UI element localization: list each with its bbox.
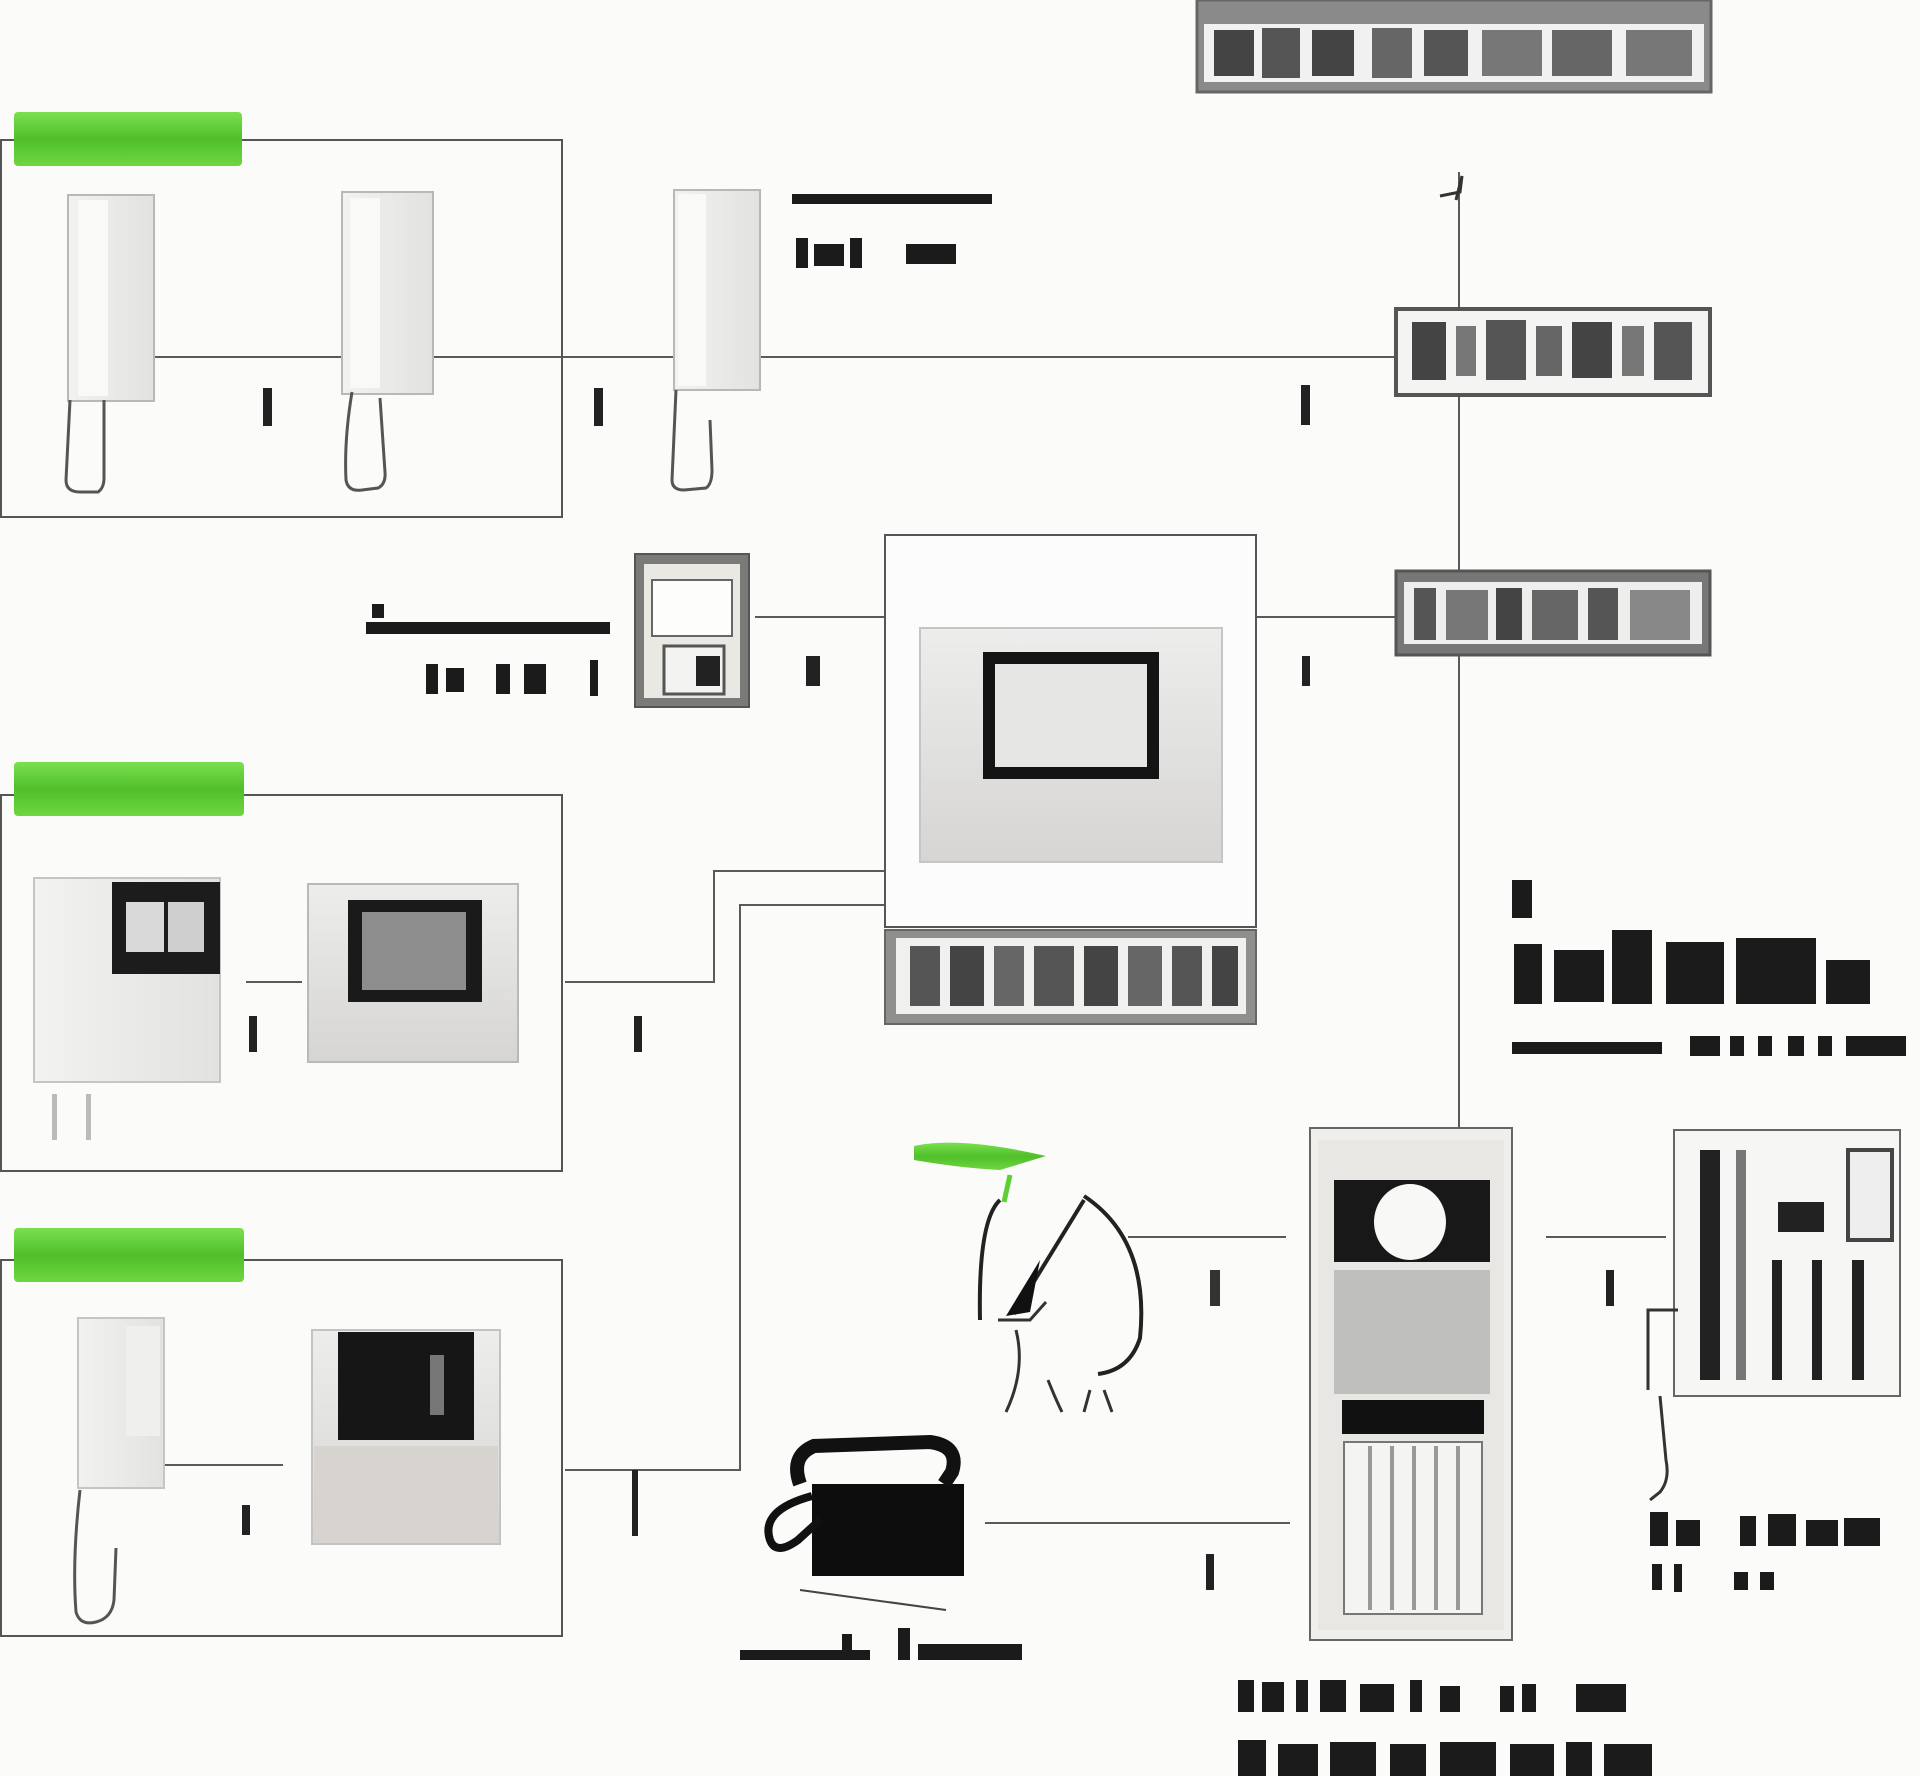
- indoor-monitor-2: [311, 1329, 501, 1545]
- right-panel-2: [1394, 569, 1712, 657]
- cable-marker: [263, 388, 272, 426]
- group-1-frame: [0, 139, 563, 518]
- note-text-glyphs: [792, 194, 992, 268]
- line-group-2-to-hub: [565, 870, 885, 983]
- top-display-panel: [1195, 0, 1713, 94]
- central-hub: [884, 534, 1257, 1025]
- cable-marker: [1606, 1270, 1614, 1306]
- cable-marker: [249, 1016, 257, 1052]
- indoor-monitor-1: [307, 883, 519, 1063]
- intercom-handset-3: [73, 1317, 165, 1625]
- intercom-handset-2: [341, 191, 434, 492]
- group-2-frame: [0, 794, 563, 1172]
- cable-marker: [242, 1505, 250, 1535]
- right-text-block: [1512, 880, 1906, 1056]
- right-wall-unit: [1646, 1129, 1901, 1592]
- left-device-caption-glyphs: [366, 604, 610, 696]
- top-note: [594, 189, 1310, 492]
- cable-marker: [1302, 656, 1310, 686]
- line-group-3-to-hub: [565, 904, 885, 1471]
- bottom-caption: [1238, 1680, 1652, 1776]
- door-station-tall: [1309, 1127, 1513, 1641]
- group-2-green-tag: [14, 762, 244, 816]
- bag-device: [740, 1434, 1022, 1660]
- right-panel-1: [1394, 307, 1712, 397]
- group-3: [0, 1228, 638, 1637]
- group-3-frame: [0, 1259, 563, 1637]
- handset-sketch: [914, 1142, 1144, 1413]
- cable-marker: [634, 1016, 642, 1052]
- video-phone-unit: [33, 877, 221, 1140]
- group-1: [0, 112, 563, 518]
- group-1-green-tag: [14, 112, 242, 166]
- antenna-tick: [1439, 175, 1464, 201]
- cable-marker: [1206, 1554, 1214, 1590]
- group-3-green-tag: [14, 1228, 244, 1282]
- door-station-small: [366, 553, 820, 708]
- intercom-handset-1: [64, 194, 155, 494]
- cable-marker: [1210, 1270, 1220, 1306]
- cable-marker: [632, 1470, 638, 1536]
- group-2: [0, 762, 642, 1172]
